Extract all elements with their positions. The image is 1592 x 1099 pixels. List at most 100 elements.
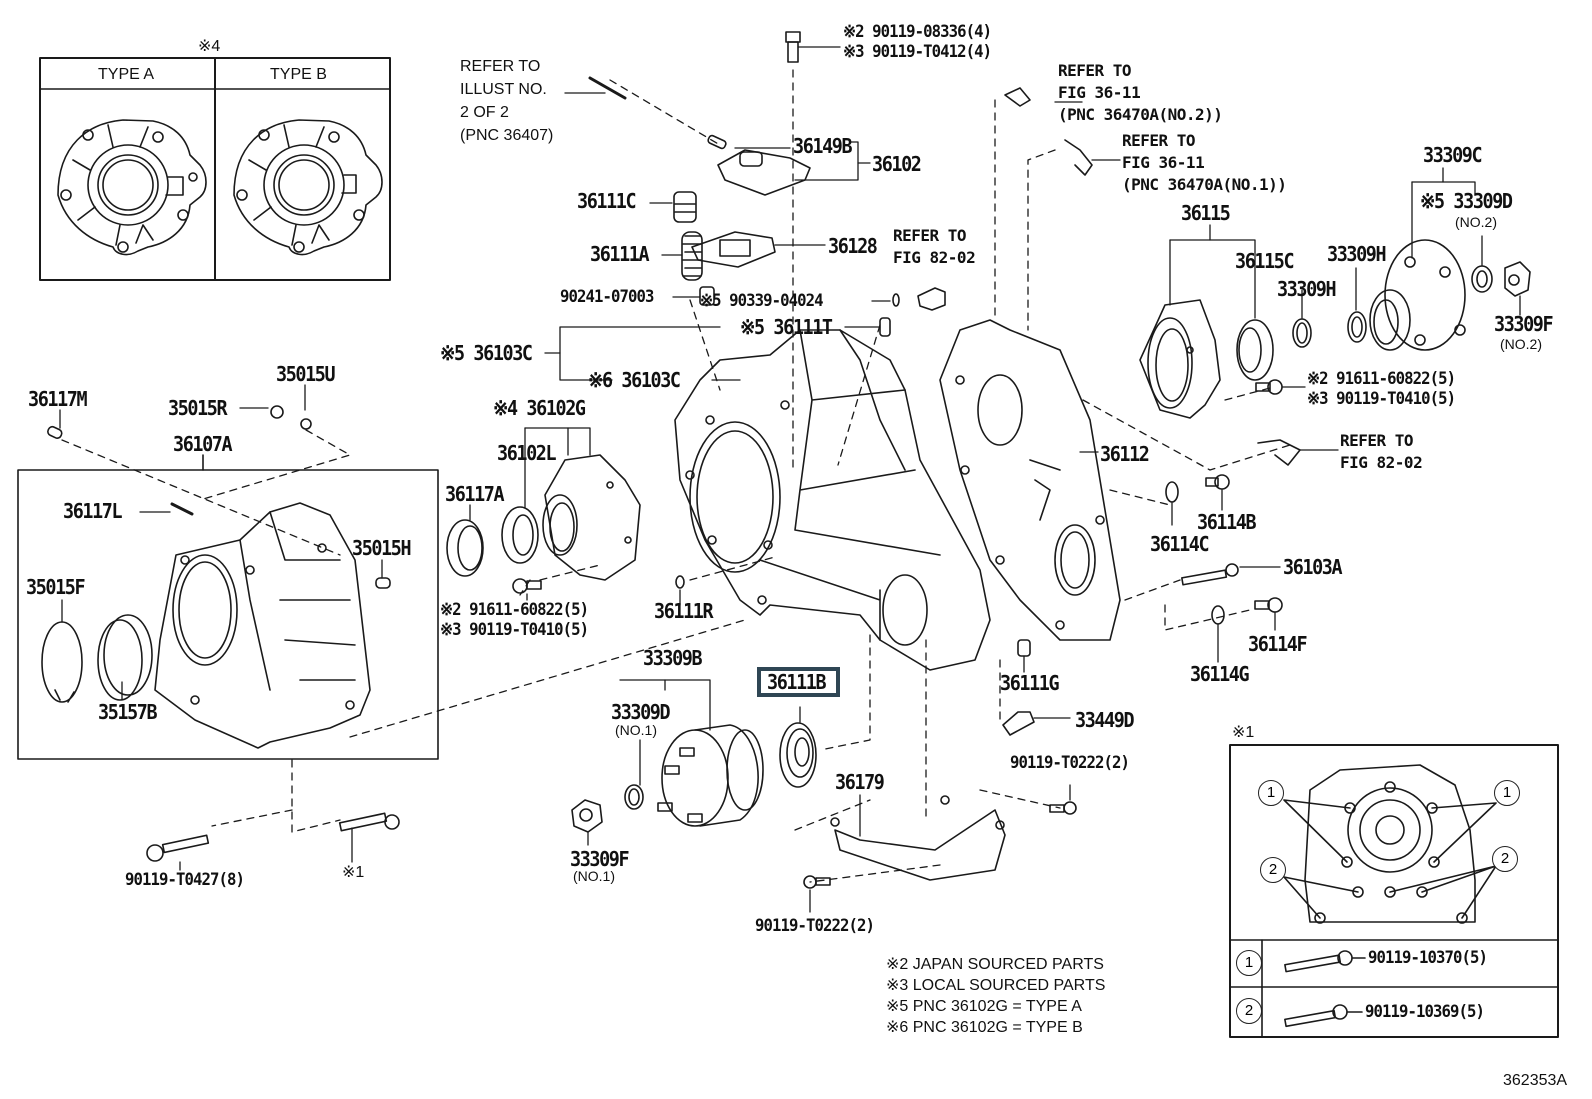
part-36111B: 36111B [767,670,827,694]
part-33309C[interactable]: 33309C [1423,143,1483,167]
part-36115C[interactable]: 36115C [1235,249,1295,273]
part-33449D[interactable]: 33449D [1075,708,1135,732]
pin-36111T-drawing [879,293,900,337]
transfer-case-rear-drawing [939,319,1121,641]
refer-fig-82-02-top-line-2: FIG 82-02 [893,248,976,267]
transfer-case-front-drawing [674,329,991,671]
top-bolt-drawing [785,31,801,63]
inset-key-2-lower-left: 2 [1260,857,1286,883]
part-35015R[interactable]: 35015R [168,396,228,420]
assembly-guide-lines [61,69,1291,883]
pin-36111G-drawing [1017,639,1031,657]
flange-33309B-drawing [657,724,764,827]
type-a-cover-drawing [57,119,207,256]
part-33309H-b[interactable]: 33309H [1327,242,1387,266]
plug-36111C-drawing [673,191,697,223]
refer-fig-36-11-no1[interactable]: REFER TO FIG 36-11 (PNC 36470A(NO.1)) [1122,130,1287,196]
part-36111R[interactable]: 36111R [654,599,714,623]
shift-rod-pin-drawing [588,76,727,150]
part-36115[interactable]: 36115 [1181,201,1231,225]
refer-fig-82-02-top[interactable]: REFER TO FIG 82-02 [893,225,976,269]
part-33309D-no2-sub: (NO.2) [1455,214,1497,230]
part-36102G[interactable]: ※4 36102G [493,396,586,420]
part-90119-T0222-right[interactable]: 90119-T0222(2) [1010,753,1130,773]
mark-1-callout: ※1 [342,864,365,881]
top-bolt-label[interactable]: ※2 90119-08336(4) ※3 90119-T0412(4) [843,22,992,62]
part-90241-07003[interactable]: 90241-07003 [560,287,654,307]
left-bolt-local: ※3 90119-T0410(5) [440,620,589,640]
refer-fig-36-11-no1-line-2: FIG 36-11 [1122,153,1205,172]
leader-lines [59,46,1521,913]
part-90119-10369[interactable]: 90119-10369(5) [1365,1002,1485,1022]
part-36103C-type6[interactable]: ※6 36103C [588,368,681,392]
bracket-top-drawing [917,287,946,311]
plug-90241-drawing [699,286,715,306]
type-b-heading: TYPE B [270,66,327,83]
part-36111B-highlight[interactable]: 36111B [757,667,841,697]
part-35015F[interactable]: 35015F [26,575,86,599]
part-33309F-no1[interactable]: 33309F [570,847,630,871]
part-36117A[interactable]: 36117A [445,482,505,506]
note-type-a: ※5 PNC 36102G = TYPE A [886,998,1082,1015]
part-90119-T0222-bottom[interactable]: 90119-T0222(2) [755,916,875,936]
part-33309D-no2[interactable]: ※5 33309D [1420,189,1513,213]
left-bolt-label[interactable]: ※2 91611-60822(5) ※3 90119-T0410(5) [440,600,589,640]
part-36103A[interactable]: 36103A [1283,555,1343,579]
part-36114F[interactable]: 36114F [1248,632,1308,656]
part-36102[interactable]: 36102 [872,152,922,176]
left-bolt-japan: ※2 91611-60822(5) [440,600,589,620]
part-33309H-a[interactable]: 33309H [1277,277,1337,301]
part-90339-04024[interactable]: ※5 90339-04024 [700,291,824,311]
part-36117M[interactable]: 36117M [28,387,88,411]
inset-row-1-key: 1 [1236,950,1262,976]
part-36149B[interactable]: 36149B [793,134,853,158]
bolt-91611-right-drawing [1255,379,1283,395]
part-90119-T0427[interactable]: 90119-T0427(8) [125,870,245,890]
refer-fig-82-02-right[interactable]: REFER TO FIG 82-02 [1340,430,1423,474]
refer-fig-36-11-no1-line-3: (PNC 36470A(NO.1)) [1122,175,1287,194]
part-33309B[interactable]: 33309B [643,646,703,670]
refer-illust-line-4: (PNC 36407) [460,127,554,144]
part-36128[interactable]: 36128 [828,234,878,258]
seal-33309H-a-drawing [1292,318,1312,348]
right-bolt-label[interactable]: ※2 91611-60822(5) ※3 90119-T0410(5) [1307,369,1456,409]
part-33309F-no2[interactable]: 33309F [1494,312,1554,336]
part-90119-10370[interactable]: 90119-10370(5) [1368,948,1488,968]
refer-fig-82-02-right-line-1: REFER TO [1340,431,1414,450]
part-36111C[interactable]: 36111C [577,189,637,213]
right-bolt-local: ※3 90119-T0410(5) [1307,389,1456,409]
refer-fig-36-11-no2[interactable]: REFER TO FIG 36-11 (PNC 36470A(NO.2)) [1058,60,1223,126]
nut-33309F-no2-drawing [1504,261,1531,297]
bolt-91611-left-drawing [512,578,542,594]
part-36103C-type5[interactable]: ※5 36103C [440,341,533,365]
part-36111T[interactable]: ※5 36111T [740,315,833,339]
part-36102L[interactable]: 36102L [497,441,557,465]
refer-fig-82-02-top-line-1: REFER TO [893,226,967,245]
ring-36111R-drawing [675,575,685,589]
part-33309F-no2-sub: (NO.2) [1500,336,1542,352]
bearing-33309D-no1-drawing [624,784,644,810]
part-35015U[interactable]: 35015U [276,362,336,386]
part-33309D-no1[interactable]: 33309D [611,700,671,724]
inset-row-2-key: 2 [1236,998,1262,1024]
refer-illust-note[interactable]: REFER TO ILLUST NO. 2 OF 2 (PNC 36407) [460,55,553,147]
part-36107A[interactable]: 36107A [173,432,233,456]
part-36111A[interactable]: 36111A [590,242,650,266]
part-36114G[interactable]: 36114G [1190,662,1250,686]
right-bolt-japan: ※2 91611-60822(5) [1307,369,1456,389]
part-35157B[interactable]: 35157B [98,700,158,724]
part-36117L[interactable]: 36117L [63,499,123,523]
part-36112[interactable]: 36112 [1100,442,1150,466]
part-36179[interactable]: 36179 [835,770,885,794]
bolts-90119-T0222-drawing [803,801,1077,889]
part-36111G[interactable]: 36111G [1000,671,1060,695]
part-36114B[interactable]: 36114B [1197,510,1257,534]
part-36114C[interactable]: 36114C [1150,532,1210,556]
refer-fig-36-11-no2-line-1: REFER TO [1058,61,1132,80]
rear-cover-36102L-drawing [542,454,641,581]
part-35015H[interactable]: 35015H [352,536,412,560]
retainer-36115-drawing [1139,299,1221,419]
refer-fig-36-11-no1-line-1: REFER TO [1122,131,1196,150]
long-bolts-drawing [146,812,400,862]
